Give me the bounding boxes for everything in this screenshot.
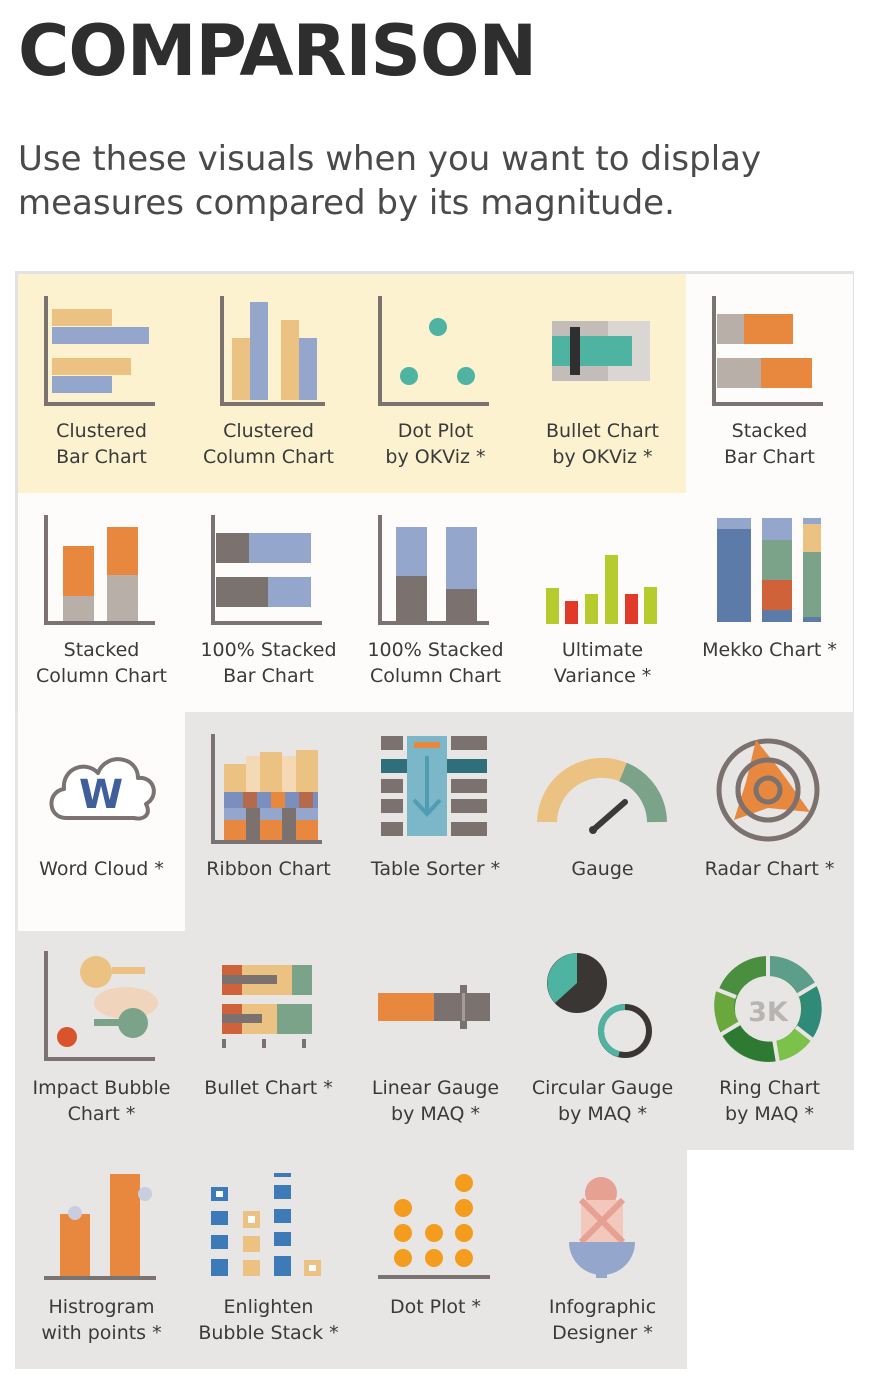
bullet-chart-okviz-icon: [552, 321, 650, 381]
tile-impact-bubble-chart[interactable]: Impact Bubble Chart *: [18, 931, 185, 1150]
bullet-chart-icon: [222, 965, 312, 1048]
stacked-bar-chart-icon: [712, 296, 823, 406]
tile-label: Histrogram with points *: [41, 1296, 162, 1344]
tile-dot-plot[interactable]: Dot Plot *: [352, 1150, 519, 1369]
ribbon-chart-icon: [211, 734, 322, 844]
radar-chart-icon: [716, 738, 820, 842]
stacked-column-chart-icon: [44, 515, 155, 625]
linear-gauge-icon: [378, 985, 490, 1029]
word-cloud-letter: W: [79, 772, 123, 818]
ring-value: 3K: [748, 997, 789, 1028]
tile-100-stacked-bar-chart[interactable]: 100% Stacked Bar Chart: [185, 493, 352, 712]
enlighten-bubble-stack-icon: [211, 1173, 321, 1276]
tile-label: Word Cloud *: [39, 858, 164, 880]
ultimate-variance-icon: [546, 555, 657, 624]
tile-label: Table Sorter *: [370, 858, 501, 880]
dot-plot-okviz-icon: [378, 296, 489, 406]
page-title: COMPARISON: [18, 10, 537, 92]
tile-enlighten-bubble-stack[interactable]: Enlighten Bubble Stack *: [185, 1150, 352, 1369]
tile-label: Ribbon Chart: [206, 858, 331, 880]
tile-word-cloud[interactable]: W Word Cloud *: [18, 712, 185, 931]
mekko-chart-icon: [717, 518, 821, 622]
tile-stacked-column-chart[interactable]: Stacked Column Chart: [18, 493, 185, 712]
tile-label: Enlighten Bubble Stack *: [198, 1296, 339, 1344]
tile-100-stacked-column-chart[interactable]: 100% Stacked Column Chart: [352, 493, 519, 712]
tile-dot-plot-okviz[interactable]: Dot Plot by OKViz *: [352, 274, 519, 493]
tile-label: Bullet Chart *: [204, 1077, 333, 1099]
tile-linear-gauge[interactable]: Linear Gauge by MAQ *: [352, 931, 519, 1150]
tile-label: Stacked Bar Chart: [724, 420, 815, 468]
tile-bullet-chart[interactable]: Bullet Chart *: [185, 931, 352, 1150]
tile-label: Linear Gauge by MAQ *: [371, 1077, 500, 1125]
tile-infographic-designer[interactable]: Infographic Designer *: [519, 1150, 686, 1369]
stacked-100-bar-chart-icon: [211, 515, 322, 625]
stacked-100-column-chart-icon: [378, 515, 489, 625]
circular-gauge-icon: [547, 953, 652, 1058]
tile-label: Dot Plot *: [389, 1296, 482, 1318]
tile-label: Radar Chart *: [704, 858, 835, 880]
tile-clustered-bar-chart[interactable]: Clustered Bar Chart: [18, 274, 185, 493]
tile-label: Circular Gauge by MAQ *: [531, 1077, 674, 1125]
tile-label: Bullet Chart by OKViz *: [545, 420, 660, 468]
tile-label: Clustered Bar Chart: [56, 420, 147, 468]
tile-clustered-column-chart[interactable]: Clustered Column Chart: [185, 274, 352, 493]
dot-plot-icon: [378, 1174, 490, 1279]
tile-label: Stacked Column Chart: [35, 639, 167, 687]
histogram-points-icon: [44, 1174, 156, 1280]
tile-histogram-points[interactable]: Histrogram with points *: [18, 1150, 185, 1369]
ring-chart-icon: 3K: [714, 955, 822, 1064]
tile-ring-chart[interactable]: 3K Ring Chart by MAQ *: [686, 931, 853, 1150]
tile-label: Gauge: [571, 858, 634, 880]
impact-bubble-chart-icon: [44, 951, 158, 1061]
table-sorter-icon: [381, 736, 487, 836]
tile-ultimate-variance[interactable]: Ultimate Variance *: [519, 493, 686, 712]
clustered-column-chart-icon: [220, 296, 325, 406]
tile-table-sorter[interactable]: Table Sorter *: [352, 712, 519, 931]
tile-label: 100% Stacked Bar Chart: [200, 639, 337, 687]
tile-stacked-bar-chart[interactable]: Stacked Bar Chart: [686, 274, 853, 493]
tile-label: Dot Plot by OKViz *: [385, 420, 486, 468]
tile-label: 100% Stacked Column Chart: [367, 639, 504, 687]
tile-circular-gauge[interactable]: Circular Gauge by MAQ *: [519, 931, 686, 1150]
tile-label: Impact Bubble Chart *: [32, 1077, 171, 1125]
tile-radar-chart[interactable]: Radar Chart *: [686, 712, 853, 931]
tile-bullet-chart-okviz[interactable]: Bullet Chart by OKViz *: [519, 274, 686, 493]
tile-ribbon-chart[interactable]: Ribbon Chart: [185, 712, 352, 931]
word-cloud-icon: W: [49, 757, 156, 821]
tile-label: Ring Chart by MAQ *: [719, 1077, 820, 1125]
tile-label: Mekko Chart *: [702, 639, 837, 661]
clustered-bar-chart-icon: [44, 296, 155, 406]
page-subtitle: Use these visuals when you want to displ…: [18, 139, 762, 223]
tile-gauge[interactable]: Gauge: [519, 712, 686, 931]
tile-label: Ultimate Variance *: [553, 639, 652, 687]
tile-mekko-chart[interactable]: Mekko Chart *: [686, 493, 853, 712]
tile-label: Clustered Column Chart: [202, 420, 334, 468]
tile-label: Infographic Designer *: [548, 1296, 657, 1344]
infographic-designer-icon: [569, 1177, 635, 1278]
gauge-icon: [537, 757, 667, 834]
